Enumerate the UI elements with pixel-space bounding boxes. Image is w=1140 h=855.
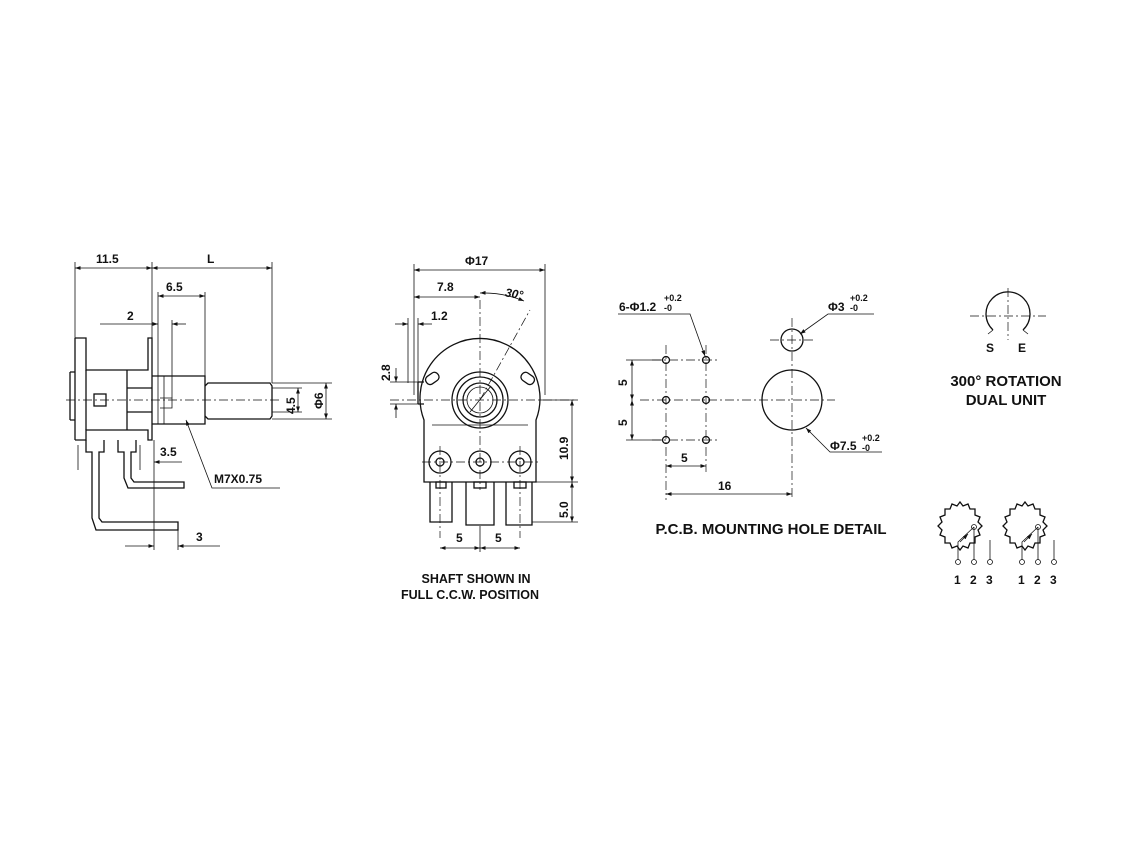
dim-thread: M7X0.75 (214, 472, 262, 486)
front-caption-line1: SHAFT SHOWN IN (421, 572, 530, 586)
schematic-unit-a: 1 2 3 (937, 500, 993, 587)
dim-overall-left: 11.5 (96, 252, 119, 266)
dim-body-diameter: Φ17 (465, 254, 489, 268)
rotation-title-line1: 300° ROTATION (950, 373, 1061, 390)
schematic-unit-b: 1 2 3 (1002, 500, 1057, 587)
front-caption-line2: FULL C.C.W. POSITION (401, 588, 539, 602)
unit-a-pin-3: 3 (986, 573, 993, 587)
dim-body-height: 10.9 (557, 436, 571, 460)
dim-pitch-1: 5 (456, 531, 463, 545)
dim-shaft-step: 6.5 (166, 280, 183, 294)
dim-shaft-diameter: Φ6 (312, 392, 326, 409)
pcb-detail-title: P.C.B. MOUNTING HOLE DETAIL (655, 521, 886, 538)
shaft-hole-tol-minus: -0 (862, 443, 870, 453)
dim-flat-diameter: 4.5 (284, 397, 298, 414)
dim-tab-offset: 7.8 (437, 280, 454, 294)
side-view: 11.5 L 6.5 2 Φ6 4.5 3.5 M7X0.75 3 (66, 252, 332, 550)
shaft-hole-label: Φ7.5 (830, 439, 857, 453)
unit-b-pin-3: 3 (1050, 573, 1057, 587)
locator-tol-minus: -0 (850, 303, 858, 313)
dim-length: L (207, 252, 214, 266)
pcb-detail: 6-Φ1.2 +0.2 -0 Φ3 +0.2 -0 Φ7.5 +0.2 -0 5… (616, 293, 887, 538)
dim-row-1: 5 (616, 379, 630, 386)
rotation-diagram: S E 300° ROTATION DUAL UNIT (950, 288, 1062, 409)
shaft-hole-tol-plus: +0.2 (862, 433, 880, 443)
dim-pitch-2: 5 (495, 531, 502, 545)
dim-column: 5 (681, 451, 688, 465)
dim-tab-height: 2.8 (379, 364, 393, 381)
dim-row-2: 5 (616, 419, 630, 426)
small-holes-label: 6-Φ1.2 (619, 300, 657, 314)
locator-tol-plus: +0.2 (850, 293, 868, 303)
front-view: Φ17 7.8 1.2 30° 2.8 10.9 5.0 5 5 SHAFT S… (379, 254, 578, 602)
rotation-end-label: E (1018, 341, 1026, 355)
unit-b-pin-2: 2 (1034, 573, 1041, 587)
dim-pin-offset: 3.5 (160, 445, 177, 459)
rotation-title-line2: DUAL UNIT (966, 392, 1047, 409)
dim-flat: 2 (127, 309, 134, 323)
small-holes-tol-plus: +0.2 (664, 293, 682, 303)
dim-tab-width: 1.2 (431, 309, 448, 323)
small-holes-tol-minus: -0 (664, 303, 672, 313)
dim-pin-length: 5.0 (557, 501, 571, 518)
dim-bend: 3 (196, 530, 203, 544)
dim-angle: 30° (504, 285, 525, 302)
unit-b-pin-1: 1 (1018, 573, 1025, 587)
locator-hole-label: Φ3 (828, 300, 845, 314)
dim-span: 16 (718, 479, 732, 493)
rotation-start-label: S (986, 341, 994, 355)
unit-a-pin-2: 2 (970, 573, 977, 587)
unit-a-pin-1: 1 (954, 573, 961, 587)
